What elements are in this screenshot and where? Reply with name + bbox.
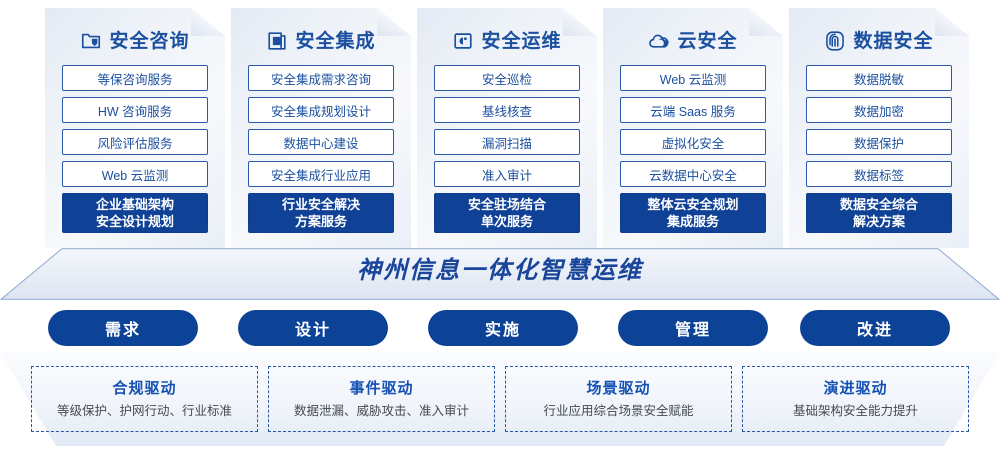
driver-title: 演进驱动 [823, 379, 888, 397]
service-item[interactable]: 数据标签 [806, 161, 952, 187]
phase-pill-管理[interactable]: 管理 [618, 310, 768, 346]
column-highlight-card[interactable]: 数据安全综合 解决方案 [806, 193, 952, 233]
highlight-line-2: 安全设计规划 [95, 214, 174, 229]
service-item[interactable]: 云数据中心安全 [620, 161, 766, 187]
service-item[interactable]: 数据加密 [806, 97, 952, 123]
service-item[interactable]: 数据中心建设 [248, 129, 394, 155]
service-item[interactable]: Web 云监测 [62, 161, 208, 187]
highlight-line-1: 安全驻场结合 [467, 197, 546, 212]
service-item[interactable]: Web 云监测 [620, 65, 766, 91]
column-header: 数据安全 [789, 24, 969, 58]
column-items: 数据脱敏 数据加密 数据保护 数据标签 数据安全综合 解决方案 [806, 65, 952, 233]
driver-card-事件驱动[interactable]: 事件驱动 数据泄漏、威胁攻击、准入审计 [268, 366, 495, 432]
phase-pill-改进[interactable]: 改进 [800, 310, 950, 346]
drivers-shell-shape [0, 352, 1000, 446]
stacked-documents-icon [266, 30, 288, 52]
column-title: 安全集成 [295, 30, 376, 52]
driver-card-合规驱动[interactable]: 合规驱动 等级保护、护网行动、行业标准 [31, 366, 258, 432]
service-item[interactable]: 基线核查 [434, 97, 580, 123]
service-item[interactable]: 风险评估服务 [62, 129, 208, 155]
service-item[interactable]: 等保咨询服务 [62, 65, 208, 91]
driver-description: 等级保护、护网行动、行业标准 [56, 403, 232, 418]
phase-pill-实施[interactable]: 实施 [428, 310, 578, 346]
highlight-line-2: 集成服务 [666, 214, 719, 229]
column-title: 安全咨询 [109, 30, 190, 52]
cloud-icon [648, 30, 670, 52]
highlight-line-2: 单次服务 [480, 214, 533, 229]
driver-description: 行业应用综合场景安全赋能 [543, 403, 694, 418]
service-item[interactable]: 漏洞扫描 [434, 129, 580, 155]
driver-title: 事件驱动 [349, 379, 414, 397]
service-item[interactable]: 安全集成行业应用 [248, 161, 394, 187]
driver-card-场景驱动[interactable]: 场景驱动 行业应用综合场景安全赋能 [505, 366, 732, 432]
service-column-云安全: 云安全 Web 云监测 云端 Saas 服务 虚拟化安全 云数据中心安全 整体云… [603, 8, 783, 248]
folder-shield-icon [80, 30, 102, 52]
driver-card-演进驱动[interactable]: 演进驱动 基础架构安全能力提升 [742, 366, 969, 432]
service-item[interactable]: 云端 Saas 服务 [620, 97, 766, 123]
highlight-line-2: 方案服务 [294, 214, 347, 229]
highlight-line-1: 整体云安全规划 [647, 197, 739, 212]
highlight-line-1: 数据安全综合 [839, 197, 918, 212]
service-item[interactable]: 安全集成规划设计 [248, 97, 394, 123]
driver-title: 合规驱动 [112, 379, 177, 397]
driver-description: 基础架构安全能力提升 [792, 403, 918, 418]
column-highlight-card[interactable]: 安全驻场结合 单次服务 [434, 193, 580, 233]
highlight-line-1: 行业安全解决 [281, 197, 360, 212]
driver-title: 场景驱动 [586, 379, 651, 397]
service-column-安全咨询: 安全咨询 等保咨询服务 HW 咨询服务 风险评估服务 Web 云监测 企业基础架… [45, 8, 225, 248]
service-item[interactable]: 数据脱敏 [806, 65, 952, 91]
highlight-line-1: 企业基础架构 [95, 197, 174, 212]
service-item[interactable]: HW 咨询服务 [62, 97, 208, 123]
service-column-数据安全: 数据安全 数据脱敏 数据加密 数据保护 数据标签 数据安全综合 解决方案 [789, 8, 969, 248]
fingerprint-icon [824, 30, 846, 52]
column-header: 安全咨询 [45, 24, 225, 58]
column-title: 安全运维 [481, 30, 562, 52]
column-items: 安全巡检 基线核查 漏洞扫描 准入审计 安全驻场结合 单次服务 [434, 65, 580, 233]
column-items: Web 云监测 云端 Saas 服务 虚拟化安全 云数据中心安全 整体云安全规划… [620, 65, 766, 233]
lifecycle-phases: 需求 设计 实施 管理 改进 [0, 310, 1000, 346]
column-items: 安全集成需求咨询 安全集成规划设计 数据中心建设 安全集成行业应用 行业安全解决… [248, 65, 394, 233]
column-highlight-card[interactable]: 整体云安全规划 集成服务 [620, 193, 766, 233]
column-title: 云安全 [677, 30, 738, 52]
phase-pill-需求[interactable]: 需求 [48, 310, 198, 346]
service-columns: 安全咨询 等保咨询服务 HW 咨询服务 风险评估服务 Web 云监测 企业基础架… [45, 8, 969, 248]
column-title: 数据安全 [853, 30, 934, 52]
service-column-安全集成: 安全集成 安全集成需求咨询 安全集成规划设计 数据中心建设 安全集成行业应用 行… [231, 8, 411, 248]
column-highlight-card[interactable]: 行业安全解决 方案服务 [248, 193, 394, 233]
service-item[interactable]: 数据保护 [806, 129, 952, 155]
service-item[interactable]: 安全集成需求咨询 [248, 65, 394, 91]
service-item[interactable]: 安全巡检 [434, 65, 580, 91]
driver-description: 数据泄漏、威胁攻击、准入审计 [293, 403, 469, 418]
drivers-row: 合规驱动 等级保护、护网行动、行业标准 事件驱动 数据泄漏、威胁攻击、准入审计 … [0, 352, 1000, 446]
phase-pill-设计[interactable]: 设计 [238, 310, 388, 346]
monitor-shield-icon [452, 30, 474, 52]
service-item[interactable]: 准入审计 [434, 161, 580, 187]
column-header: 安全运维 [417, 24, 597, 58]
column-header: 云安全 [603, 24, 783, 58]
platform-title: 神州信息一体化智慧运维 [357, 257, 643, 284]
column-items: 等保咨询服务 HW 咨询服务 风险评估服务 Web 云监测 企业基础架构 安全设… [62, 65, 208, 233]
column-header: 安全集成 [231, 24, 411, 58]
service-item[interactable]: 虚拟化安全 [620, 129, 766, 155]
service-column-安全运维: 安全运维 安全巡检 基线核查 漏洞扫描 准入审计 安全驻场结合 单次服务 [417, 8, 597, 248]
highlight-line-2: 解决方案 [852, 214, 905, 229]
column-highlight-card[interactable]: 企业基础架构 安全设计规划 [62, 193, 208, 233]
